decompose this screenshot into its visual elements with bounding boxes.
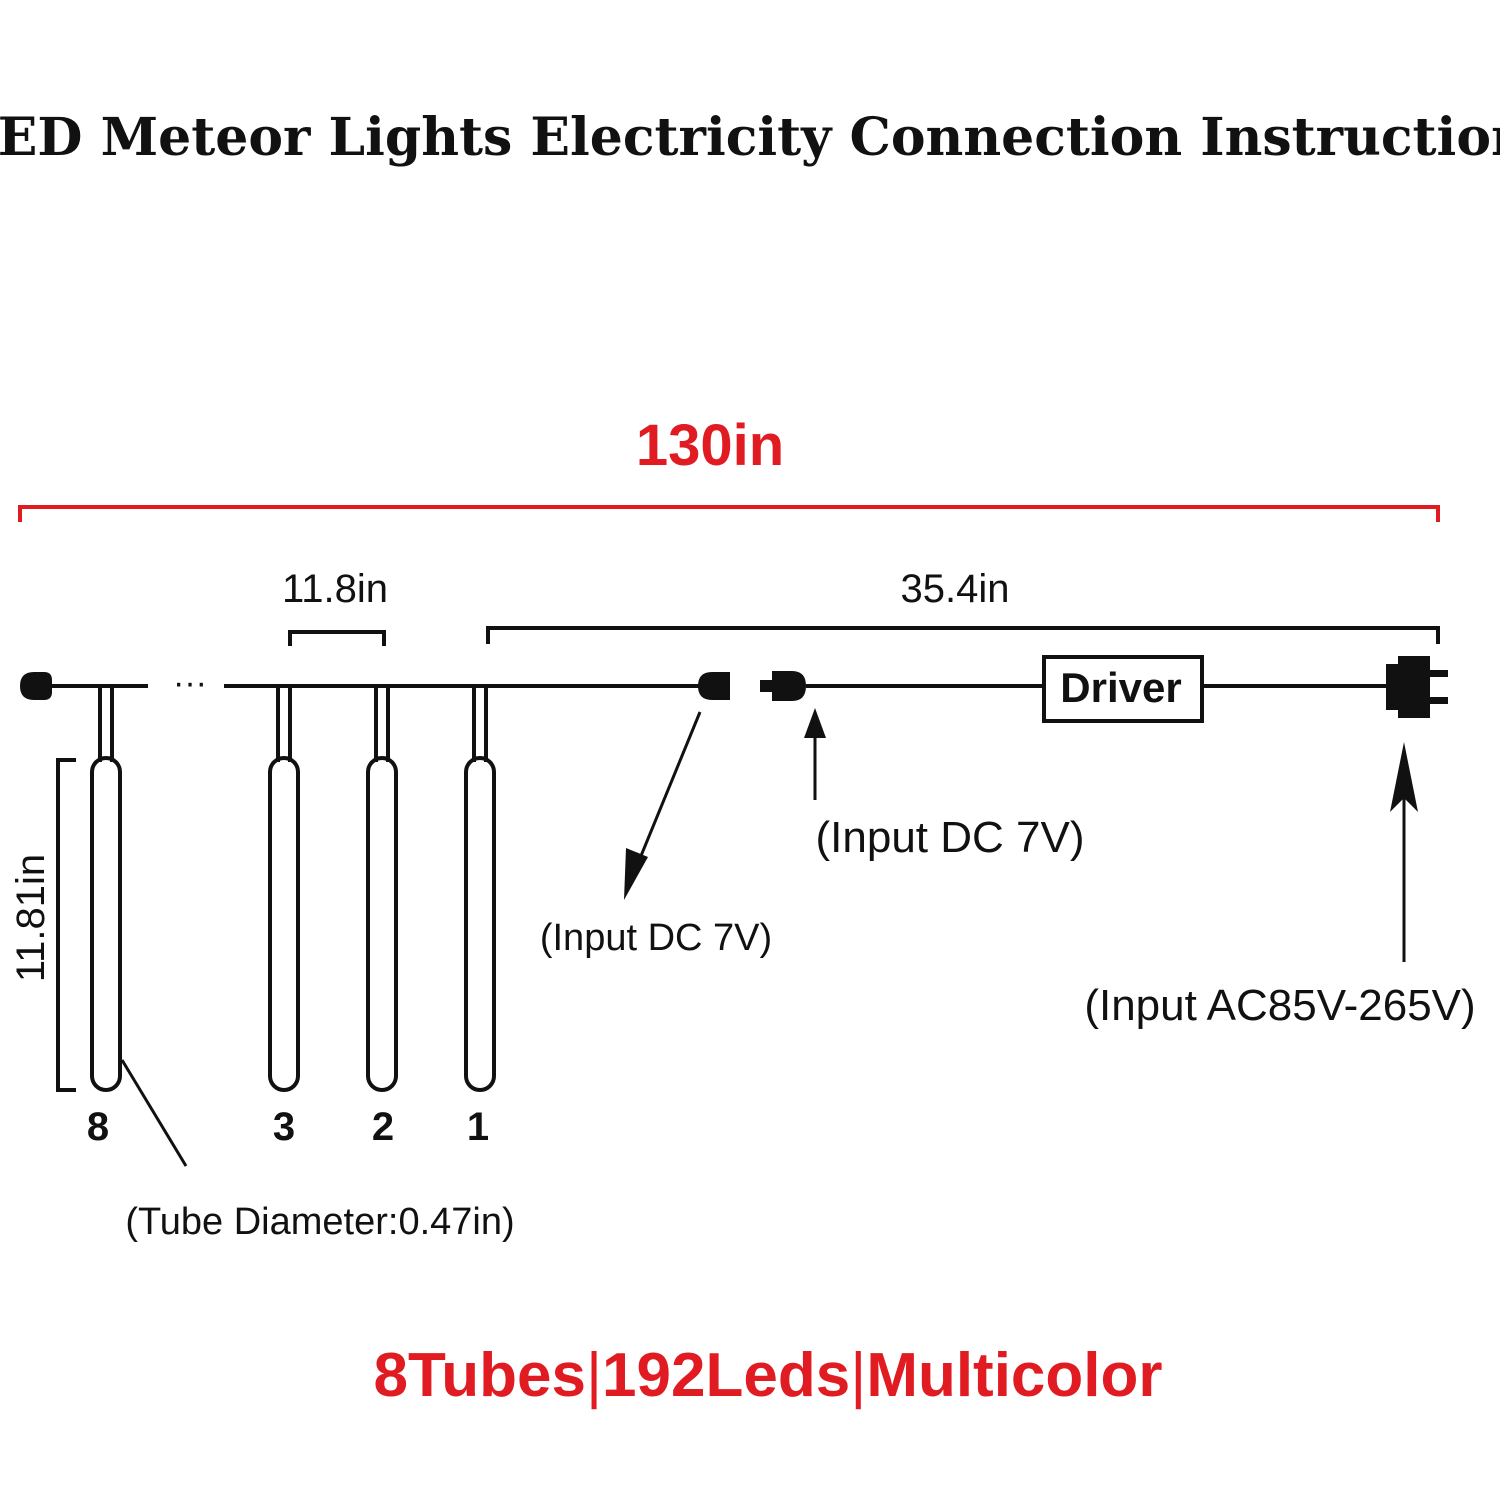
end-cap [20,672,52,700]
plug-arrow [1390,742,1418,962]
total-length-bracket [18,505,1440,522]
page-title: LED Meteor Lights Electricity Connection… [0,107,1500,168]
separator: | [850,1341,866,1410]
male-dc-connector [760,671,806,701]
tube-8 [90,686,122,1092]
total-length-label: 130in [636,413,784,478]
tube-diameter-label: (Tube Diameter:0.47in) [125,1201,514,1243]
ac-plug [1386,656,1448,718]
tube-spacing-label: 11.8in [282,567,388,611]
tube-3 [268,686,300,1092]
female-connector-label: (Input DC 7V) [540,917,772,959]
lead-length-bracket [486,626,1440,644]
separator: | [586,1341,602,1410]
tube-2 [366,686,398,1092]
color-mode: Multicolor [866,1341,1162,1410]
plug-label: (Input AC85V-265V) [1084,981,1475,1030]
led-count: 192Leds [602,1341,850,1410]
male-connector-arrow [804,708,826,800]
female-connector-arrow [624,711,702,900]
lead-length-label: 35.4in [901,567,1010,611]
tube-number: 1 [467,1105,489,1149]
driver-box [1042,655,1204,723]
tube-spacing-bracket [288,630,386,646]
female-dc-connector [698,672,730,700]
tube-diameter-leader [120,1059,188,1167]
tube-number: 2 [372,1105,394,1149]
tube-1 [464,686,496,1092]
tube-length-label: 11.81in [9,854,53,982]
ellipsis-dots: ··· [173,664,207,702]
product-summary: 8Tubes|192Leds|Multicolor [373,1341,1162,1410]
tube-number: 3 [273,1105,295,1149]
male-connector-label: (Input DC 7V) [816,813,1085,862]
tube-count: 8Tubes [373,1341,585,1410]
tube-number: 8 [87,1105,109,1149]
driver-label: Driver [1060,664,1181,711]
tube-length-bracket [56,758,76,1092]
